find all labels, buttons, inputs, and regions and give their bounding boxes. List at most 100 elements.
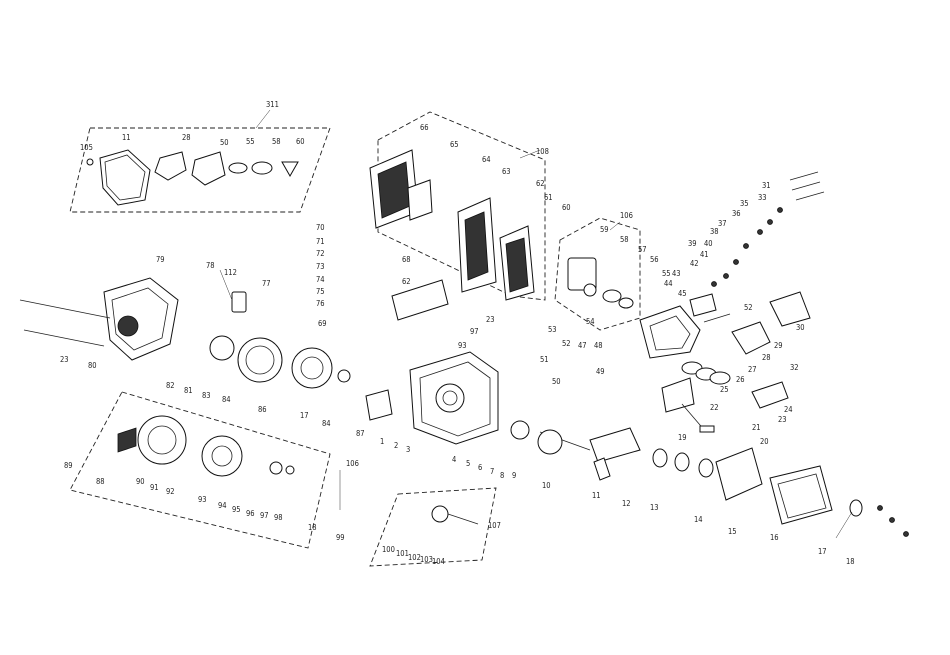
callout-92: 92 — [166, 487, 175, 496]
callout-50: 50 — [220, 138, 229, 147]
callout-16: 16 — [770, 533, 779, 542]
callout-23: 23 — [778, 415, 787, 424]
callout-28b: 28 — [762, 353, 771, 362]
governor-arm — [593, 457, 611, 481]
callout-31a: 31 — [762, 181, 771, 190]
callout-60b: 60 — [562, 203, 571, 212]
callout-106-left: 106 — [346, 459, 359, 468]
callout-51: 51 — [540, 355, 549, 364]
callout-99: 99 — [336, 533, 345, 542]
callout-60: 60 — [296, 137, 305, 146]
callout-55: 55 — [246, 137, 255, 146]
callout-83: 83 — [202, 391, 211, 400]
callout-19: 19 — [678, 433, 687, 442]
cylinder-head — [639, 305, 701, 359]
carburetor — [567, 257, 597, 291]
callout-17b: 17 — [818, 547, 827, 556]
callout-77: 77 — [262, 279, 271, 288]
callout-42: 42 — [690, 259, 699, 268]
camshaft-gear — [510, 420, 530, 440]
callout-52b: 52 — [562, 339, 571, 348]
bearing-2 — [674, 452, 690, 472]
callout-43: 43 — [672, 269, 681, 278]
callout-13: 13 — [650, 503, 659, 512]
callout-108: 108 — [536, 147, 549, 156]
callout-1: 1 — [380, 437, 384, 446]
callout-97: 97 — [470, 327, 479, 336]
callout-101: 101 — [396, 549, 409, 558]
callout-22: 22 — [710, 403, 719, 412]
recoil-housing — [137, 415, 187, 465]
callout-64: 64 — [482, 155, 491, 164]
head-gasket — [191, 151, 226, 186]
rocker-cover-gasket — [731, 321, 771, 355]
callout-52: 52 — [744, 303, 753, 312]
callout-102: 102 — [408, 553, 421, 562]
callout-28: 28 — [182, 133, 191, 142]
callout-84: 84 — [222, 395, 231, 404]
callout-44: 44 — [664, 279, 673, 288]
callout-58: 58 — [272, 137, 281, 146]
callout-104: 104 — [432, 557, 445, 566]
callout-63: 63 — [502, 167, 511, 176]
callout-74: 74 — [316, 275, 325, 284]
push-rod — [703, 313, 731, 323]
starter-pulley — [209, 335, 235, 361]
callout-57: 57 — [638, 245, 647, 254]
callout-61: 61 — [544, 193, 553, 202]
callout-9: 9 — [512, 471, 516, 480]
callout-10: 10 — [542, 481, 551, 490]
crankcase-cover — [769, 465, 833, 525]
piston-pin — [699, 425, 715, 433]
recoil-starter-group-box — [69, 391, 331, 549]
callout-32: 32 — [790, 363, 799, 372]
callout-30: 30 — [796, 323, 805, 332]
callout-24: 24 — [784, 405, 793, 414]
gasket-kit-group-box — [69, 127, 331, 213]
callout-17: 17 — [300, 411, 309, 420]
callout-33: 33 — [758, 193, 767, 202]
crankcase-cover-gasket — [715, 447, 763, 501]
callout-86: 86 — [258, 405, 267, 414]
callout-39: 39 — [688, 239, 697, 248]
callout-23-left: 23 — [60, 355, 69, 364]
callout-82: 82 — [166, 381, 175, 390]
head-bolt-3 — [795, 191, 825, 201]
cylinder-shroud — [391, 279, 449, 321]
callout-70: 70 — [316, 223, 325, 232]
callout-48: 48 — [594, 341, 603, 350]
callout-37: 37 — [718, 219, 727, 228]
callout-23b: 23 — [486, 315, 495, 324]
crankcase-gasket — [99, 149, 151, 206]
callout-105: 105 — [80, 143, 93, 152]
air-filter-element — [407, 179, 433, 221]
oil-seal — [698, 458, 714, 478]
callout-54: 54 — [586, 317, 595, 326]
valve-spring-3 — [709, 371, 731, 385]
callout-8: 8 — [500, 471, 504, 480]
callout-6: 6 — [478, 463, 482, 472]
flywheel-fan — [237, 337, 283, 383]
callout-311: 311 — [266, 100, 279, 109]
carb-insulator — [602, 289, 622, 303]
ignition-coil — [231, 291, 247, 313]
callout-69: 69 — [318, 319, 327, 328]
callout-76: 76 — [316, 299, 325, 308]
piston — [661, 377, 695, 413]
callout-27: 27 — [748, 365, 757, 374]
callout-4: 4 — [452, 455, 456, 464]
valve-plate — [751, 381, 789, 409]
flywheel-nut — [337, 369, 351, 383]
callout-72: 72 — [316, 249, 325, 258]
callout-98: 98 — [274, 513, 283, 522]
callout-73: 73 — [316, 262, 325, 271]
callout-20: 20 — [760, 437, 769, 446]
callout-71: 71 — [316, 237, 325, 246]
muffler-gasket — [281, 161, 299, 178]
callout-96: 96 — [246, 509, 255, 518]
callout-65: 65 — [450, 140, 459, 149]
callout-40: 40 — [704, 239, 713, 248]
callout-93: 93 — [458, 341, 467, 350]
callout-62b: 62 — [402, 277, 411, 286]
